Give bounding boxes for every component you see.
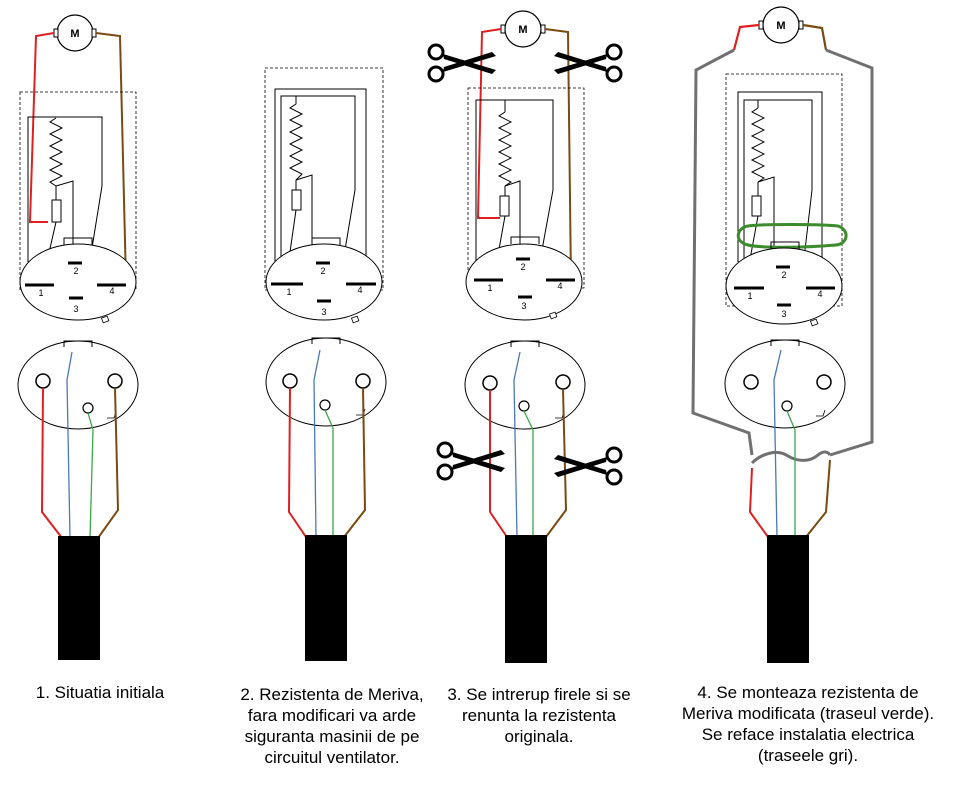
motor-brown-wire: [544, 28, 572, 283]
resistor-box: [467, 87, 585, 289]
pin-label-3: 3: [781, 309, 786, 319]
connector-bottom: [464, 340, 586, 430]
caption-3: 3. Se intrerup firele si se renunta la r…: [447, 685, 631, 746]
green-route: [736, 223, 848, 249]
scissors-icon: [436, 441, 507, 481]
pin-label-4: 4: [557, 281, 562, 291]
motor-brown-wire: [95, 32, 127, 283]
cable-wires: [40, 351, 120, 539]
caption-2: 2. Rezistenta de Meriva, fara modificari…: [240, 685, 424, 767]
motor-label: M: [518, 24, 527, 36]
motor-label: M: [776, 20, 785, 32]
cable-wires: [748, 349, 831, 538]
pin-label-2: 2: [320, 266, 325, 276]
panel-2: 1 2 3 4: [264, 67, 387, 661]
connector-top: 1 2 3 4: [265, 237, 383, 324]
caption-4: 4. Se monteaza rezistenta de Meriva modi…: [681, 683, 935, 765]
pin-label-2: 2: [781, 270, 786, 280]
motor-label: M: [70, 28, 79, 40]
motor-brown-wire: [802, 23, 828, 51]
pin-label-3: 3: [321, 307, 326, 317]
connector-top: 1 2 3 4: [725, 241, 843, 327]
cable-wires: [287, 349, 367, 538]
caption-1: 1. Situatia initiala: [35, 683, 165, 702]
pin-label-1: 1: [38, 288, 43, 298]
cable-wires: [489, 351, 568, 538]
pin-label-3: 3: [521, 301, 526, 311]
pin-label-4: 4: [817, 289, 822, 299]
pin-label-1: 1: [747, 291, 752, 301]
panel-1: M 1 2 3 4: [17, 14, 139, 660]
cable: [305, 535, 347, 661]
scissors-icon: [427, 43, 498, 83]
scissors-icon: [552, 43, 623, 83]
motor-red-wire: [28, 32, 55, 223]
motor: M: [500, 10, 546, 48]
connector-bottom: [17, 340, 139, 430]
pin-label-3: 3: [73, 304, 78, 314]
motor: M: [53, 14, 97, 52]
connector-top: 1 2 3 4: [465, 236, 583, 321]
grey-route: [691, 48, 874, 465]
pin-label-1: 1: [286, 287, 291, 297]
pin-label-2: 2: [520, 262, 525, 272]
pin-label-4: 4: [109, 286, 114, 296]
motor-red-wire: [476, 28, 502, 219]
cable: [58, 536, 100, 660]
panel-4: M 1 2: [691, 6, 874, 663]
panel-3: M 1 2 3 4: [427, 10, 623, 663]
cable: [767, 535, 809, 663]
pin-label-4: 4: [357, 285, 362, 295]
connector-bottom: [724, 339, 846, 429]
motor-red-wire: [732, 23, 760, 51]
pin-label-1: 1: [487, 283, 492, 293]
connector-top: 1 2 3 4: [19, 237, 137, 324]
motor: M: [758, 6, 804, 44]
pin-label-2: 2: [73, 266, 78, 276]
cable: [505, 535, 547, 663]
